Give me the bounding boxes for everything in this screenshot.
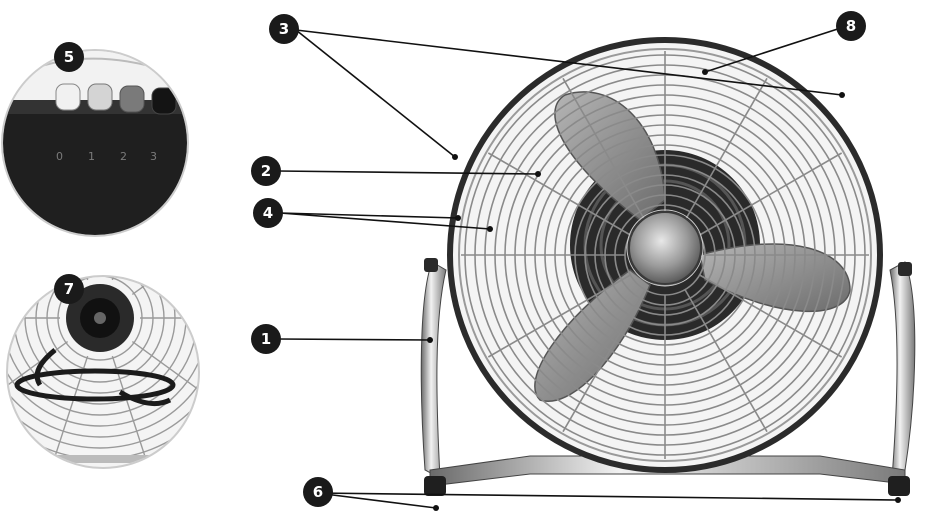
speed-knob-1 (88, 84, 112, 110)
svg-text:1: 1 (261, 330, 271, 348)
svg-text:3: 3 (279, 20, 289, 38)
grille-spoke (132, 230, 221, 295)
inset-speed-controls: 0 1 2 3 (0, 40, 205, 250)
callout-3: 3 (269, 14, 299, 44)
callout-8: 8 (836, 11, 866, 41)
control-box (0, 100, 205, 250)
fan-center-hub (629, 212, 701, 284)
callout-6: 6 (303, 477, 333, 507)
speed-label-3: 3 (150, 150, 157, 163)
speed-label-2: 2 (120, 150, 127, 163)
callout-7: 7 (54, 274, 84, 304)
svg-text:4: 4 (263, 204, 273, 222)
speed-label-1: 1 (88, 150, 95, 163)
callout-2: 2 (251, 156, 281, 186)
callout-4: 4 (253, 198, 283, 228)
svg-text:7: 7 (64, 280, 74, 298)
svg-text:5: 5 (64, 48, 74, 66)
svg-text:6: 6 (313, 483, 323, 501)
callout-1: 1 (251, 324, 281, 354)
speed-knob-0 (56, 84, 80, 110)
speed-knob-2 (120, 86, 144, 112)
speed-label-0: 0 (56, 150, 63, 163)
fan-main-image (421, 40, 915, 496)
svg-text:2: 2 (261, 162, 271, 180)
svg-text:8: 8 (846, 17, 856, 35)
callout-5: 5 (54, 42, 84, 72)
rubber-feet (424, 476, 910, 496)
